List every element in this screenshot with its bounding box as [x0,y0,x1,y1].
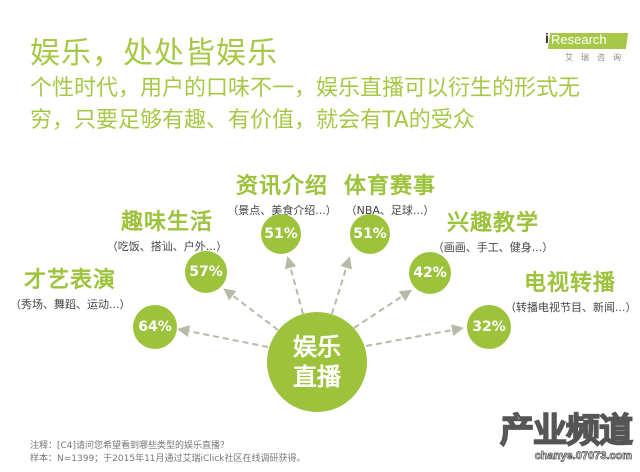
arrow-to-42 [353,289,413,329]
arrow-to-51b [331,256,352,315]
center-node: 娱乐 直播 [267,312,367,412]
page-subtitle: 个性时代，用户的口味不一，娱乐直播可以衍生的形式无穷，只要足够有趣、有价值，就会… [30,76,581,133]
arrow-to-51a [284,256,304,315]
category-tv: 电视转播 （转播电视节目、新闻...） [505,265,637,315]
category-desc: （转播电视节目、新闻...） [505,301,637,314]
category-name: 资讯介绍 [235,174,328,199]
category-desc: （景点、美食介绍...） [227,204,337,217]
category-name: 体育赛事 [343,174,436,199]
center-label-line1: 娱乐 [293,333,341,361]
watermark-main: 产业频道 [499,411,634,451]
arrow-to-64 [177,325,269,348]
pct-circle-talent: 64% [133,305,177,349]
pct-circle-teaching: 42% [409,252,451,294]
category-desc: （秀场、舞蹈、运动...） [10,298,131,311]
pct-circle-tv: 32% [467,305,511,349]
category-name: 才艺表演 [23,268,116,293]
center-label-line2: 直播 [293,363,341,391]
page-title: 娱乐，处处皆娱乐 [30,36,278,71]
pct-circle-sports: 51% [350,214,390,254]
category-name: 电视转播 [523,271,616,296]
category-talent: 才艺表演 （秀场、舞蹈、运动...） [10,262,131,312]
watermark-url: chanye.07073.com [534,450,632,463]
logo-prefix: i [545,30,549,46]
footnote-question: 注释：[C4]请问您希望看到哪些类型的娱乐直播？ [30,441,230,451]
arrow-to-32 [365,324,464,347]
category-teaching: 兴趣教学 （画画、手工、健身...） [428,205,558,255]
footnote: 注释：[C4]请问您希望看到哪些类型的娱乐直播？ 样本：N=1399；于2015… [30,440,305,466]
arrow-to-57 [223,288,279,331]
category-desc: （画画、手工、健身...） [432,241,554,254]
category-life: 趣味生活 （吃饭、搭讪、户外...） [102,204,232,254]
category-sports: 体育赛事 （NBA、足球...） [335,168,445,218]
category-name: 兴趣教学 [446,211,539,236]
logo-brand: Research [551,32,607,47]
category-desc: （NBA、足球...） [345,204,435,217]
pct-circle-info: 51% [261,214,301,254]
iresearch-logo: i Research 艾瑞咨询 [545,30,635,64]
category-info: 资讯介绍 （景点、美食介绍...） [222,168,342,218]
pct-circle-life: 57% [185,251,227,293]
category-desc: （吃饭、搭讪、户外...） [106,240,228,253]
category-name: 趣味生活 [120,210,213,235]
logo-subtitle: 艾瑞咨询 [565,53,629,62]
footnote-sample: 样本：N=1399；于2015年11月通过艾瑞iClick社区在线调研获得。 [30,454,306,464]
watermark: 产业频道 chanye.07073.com [499,411,636,468]
